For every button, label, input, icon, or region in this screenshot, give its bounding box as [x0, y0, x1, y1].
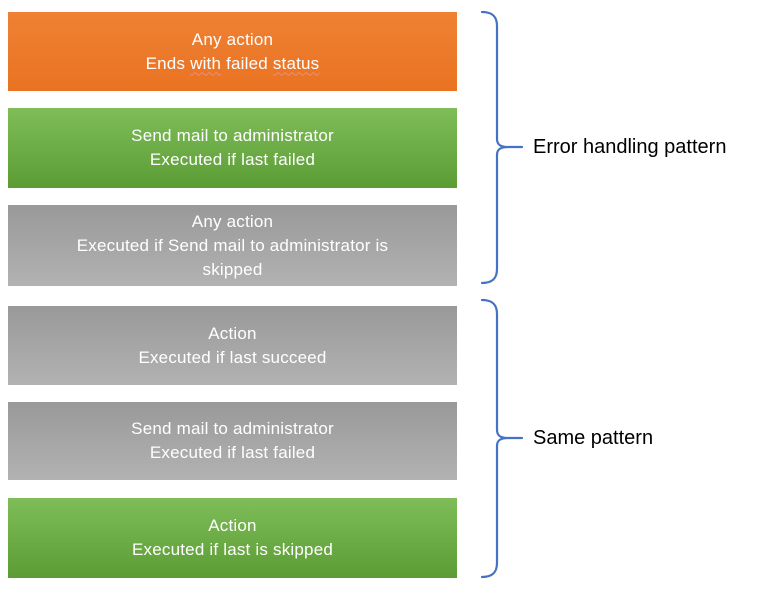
bracket-label-same-pattern: Same pattern	[533, 427, 654, 449]
box-text-line: Ends with failed status	[8, 52, 457, 76]
curly-brace-same-pattern	[480, 298, 524, 579]
box-text-line: Executed if last is skipped	[132, 540, 333, 559]
box-text-segment: Ends	[145, 53, 191, 73]
box-text-segment: failed	[221, 53, 273, 73]
box-text-line: Action	[208, 323, 257, 343]
action-box-send-mail-if-last-failed-2: Send mail to administrator Executed if l…	[8, 402, 457, 480]
box-text-line: Executed if Send mail to administrator i…	[76, 235, 389, 255]
bracket-label-error-handling: Error handling pattern	[533, 136, 727, 158]
misspelled-word: status	[272, 53, 320, 73]
box-text-line: Send mail to administrator	[131, 419, 334, 438]
box-text-line: Action	[208, 516, 257, 535]
action-box-if-last-skipped: Action Executed if last is skipped	[8, 498, 457, 578]
misspelled-word: with	[190, 53, 222, 73]
action-box-send-mail-if-last-failed: Send mail to administrator Executed if l…	[8, 108, 457, 188]
box-text-line: Executed if last failed	[149, 443, 316, 462]
action-box-any-action-failed-status: Any action Ends with failed status	[8, 12, 457, 91]
curly-brace-error-handling	[480, 10, 524, 285]
box-text-line: Executed if last succeed	[138, 347, 327, 367]
box-text-line: Any action	[191, 211, 274, 231]
box-text-line: Any action	[191, 29, 274, 49]
action-box-any-action-if-send-mail-skipped: Any action Executed if Send mail to admi…	[8, 205, 457, 286]
box-text-line: skipped	[202, 259, 263, 279]
action-box-if-last-succeed: Action Executed if last succeed	[8, 306, 457, 385]
box-text-line: Send mail to administrator	[131, 126, 334, 145]
box-text-line: Executed if last failed	[149, 150, 316, 169]
